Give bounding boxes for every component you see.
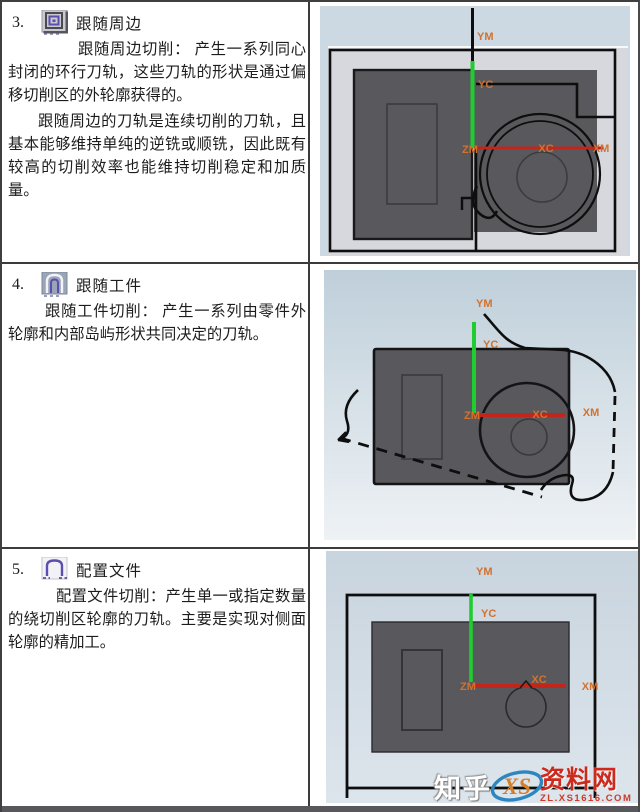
axis-ym-label: YM: [476, 298, 493, 310]
follow-periphery-icon: [41, 10, 68, 35]
row-5-title: 配置文件: [76, 562, 143, 580]
pocket-outline: [386, 103, 438, 205]
toolpath-circle-outer: [478, 112, 602, 236]
row-divider-2: [2, 547, 638, 549]
axis-xc-label: XC: [538, 143, 553, 155]
axis-yc-label: YC: [478, 79, 493, 91]
axis-xc-label: XC: [532, 409, 547, 421]
toolpath-hook: [471, 185, 499, 220]
follow-periphery-preview-image: YM YC ZM XC XM: [320, 6, 630, 256]
row-divider-1: [2, 262, 638, 264]
row-4-text-cell: 4. 跟随工件 跟随工件切削： 产生一系列由零件外轮廓和内部岛屿形状共同决定的刀…: [8, 268, 306, 346]
toolpath-arrow-left: [337, 431, 350, 444]
table-bottom-border: [2, 806, 638, 812]
toolpath-circle-inner: [486, 120, 594, 228]
axis-xm-label: XM: [582, 681, 599, 693]
part-left-block: [352, 68, 474, 241]
axis-yc-label: YC: [481, 608, 496, 620]
row-3-text-cell: 3. 跟随周边 跟随周边切削： 产生一系列同心封闭的环行刀轨，这些刀轨的形状是通…: [8, 6, 306, 202]
row-4-title: 跟随工件: [76, 277, 143, 295]
toolpath-curve-top: [483, 313, 617, 393]
row-3-heading: 3. 跟随周边: [8, 6, 306, 38]
row-3-paragraph-1: 跟随周边切削： 产生一系列同心封闭的环行刀轨，这些刀轨的形状是通过偏移切削区的外…: [8, 41, 306, 104]
axis-zm-label: ZM: [460, 681, 476, 693]
axis-ym-label: YM: [477, 31, 494, 43]
toolpath-curl-bottom-right: [539, 471, 615, 502]
row-3-title: 跟随周边: [76, 15, 143, 33]
row-3-number: 3.: [12, 13, 24, 31]
watermark-logo-letters: XS: [502, 774, 531, 799]
toolpath-dashed-diagonal: [339, 436, 543, 499]
column-divider: [308, 2, 310, 806]
watermark-site-block: 资料网 ZL.XS1616.COM: [540, 766, 633, 805]
row-4-number: 4.: [12, 275, 24, 293]
boss-circle: [516, 151, 568, 203]
axis-xm-label: XM: [593, 143, 610, 155]
follow-part-preview-image: YM YC ZM XC XM: [324, 270, 636, 540]
axis-zm-label: ZM: [462, 144, 478, 156]
profile-icon: [41, 557, 68, 580]
axis-ym-label: YM: [476, 566, 493, 578]
toolpath-arrow-mark: [519, 679, 533, 689]
row-5-heading: 5. 配置文件: [8, 553, 306, 585]
row-3-paragraph-2: 跟随周边的刀轨是连续切削的刀轨，且基本能够维持单纯的逆铣或顺铣，因此既有较高的切…: [8, 113, 306, 199]
toolpath-step: [476, 82, 615, 119]
toolpath-dashed-right: [611, 395, 617, 473]
boss-toolpath-circle: [478, 381, 576, 479]
axis-zm-label: ZM: [464, 410, 480, 422]
axis-yc-label: YC: [483, 339, 498, 351]
watermark-site-name: 资料网: [540, 766, 619, 794]
axis-xc-label: XC: [531, 674, 546, 686]
watermark-site-url: ZL.XS1616.COM: [540, 793, 633, 804]
row-4-paragraph-1: 跟随工件切削： 产生一系列由零件外轮廓和内部岛屿形状共同决定的刀轨。: [8, 303, 306, 343]
row-5-text-cell: 5. 配置文件 配置文件切削：产生单一或指定数量的绕切削区轮廓的刀轨。主要是实现…: [8, 553, 306, 654]
watermark-zhihu-text: 知乎: [434, 773, 492, 804]
toolpath-notch: [460, 196, 476, 210]
toolpath-curve-left: [337, 389, 359, 442]
site-watermark: 知乎 XS 资料网 ZL.XS1616.COM: [434, 762, 638, 810]
boss-inner-circle: [510, 418, 548, 456]
pocket-outline: [401, 649, 443, 731]
axis-xm-label: XM: [583, 407, 600, 419]
watermark-xs-logo: XS: [490, 770, 544, 802]
row-4-heading: 4. 跟随工件: [8, 268, 306, 300]
row-5-number: 5.: [12, 560, 24, 578]
follow-part-icon: [41, 272, 68, 297]
row-5-paragraph-1: 配置文件切削：产生单一或指定数量的绕切削区轮廓的刀轨。主要是实现对侧面轮廓的精加…: [8, 588, 306, 651]
profile-preview-image: YM YC ZM XC XM: [326, 551, 638, 803]
pocket-outline: [401, 374, 443, 460]
